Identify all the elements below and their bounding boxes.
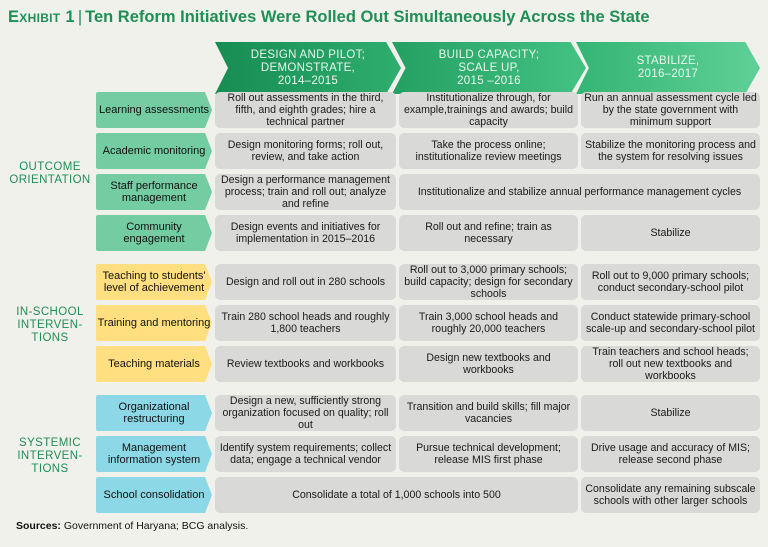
cell-staff-performance-phase1: Design a performance management process;…: [215, 174, 396, 210]
cell-mis-phase2: Pursue technical development; release MI…: [399, 436, 578, 472]
group-systemic-interventions: SYSTEMIC INTERVEN- TIONS: [17, 437, 83, 475]
row-label-teaching-materials: Teaching materials: [96, 346, 212, 382]
phase-stabilize: STABILIZE, 2016–2017: [576, 42, 760, 94]
cell-teaching-to-level-phase2: Roll out to 3,000 primary schools; build…: [399, 264, 578, 300]
sources-text: Government of Haryana; BCG analysis.: [63, 520, 249, 532]
cell-community-engagement-phase1: Design events and initiatives for implem…: [215, 215, 396, 251]
phase-build-capacity: BUILD CAPACITY; SCALE UP, 2015 –2016: [392, 42, 586, 94]
cell-org-restructuring-phase2: Transition and build skills; fill major …: [399, 395, 578, 431]
sources-label: Sources:: [16, 520, 61, 532]
cell-teaching-to-level-phase1: Design and roll out in 280 schools: [215, 264, 396, 300]
exhibit-title: Exhibit 1|Ten Reform Initiatives Were Ro…: [8, 8, 650, 27]
cell-academic-monitoring-phase1: Design monitoring forms; roll out, revie…: [215, 133, 396, 169]
cell-academic-monitoring-phase2: Take the process online; institutionaliz…: [399, 133, 578, 169]
cell-community-engagement-phase2: Roll out and refine; train as necessary: [399, 215, 578, 251]
cell-learning-assessments-phase2: Institutionalize through, for example,tr…: [399, 92, 578, 128]
cell-learning-assessments-phase3: Run an annual assessment cycle led by th…: [581, 92, 760, 128]
cell-training-mentoring-phase3: Conduct statewide primary-school scale-u…: [581, 305, 760, 341]
phase-design-pilot: DESIGN AND PILOT; DEMONSTRATE, 2014–2015: [215, 42, 401, 94]
cell-school-consolidation-phase3: Consolidate any remaining subscale schoo…: [581, 477, 760, 513]
row-label-staff-performance-management: Staff performance management: [96, 174, 212, 210]
sources-note: Sources: Government of Haryana; BCG anal…: [16, 520, 248, 532]
cell-learning-assessments-phase1: Roll out assessments in the third, fifth…: [215, 92, 396, 128]
row-label-school-consolidation: School consolidation: [96, 477, 212, 513]
cell-org-restructuring-phase3: Stabilize: [581, 395, 760, 431]
group-in-school-interventions: IN-SCHOOL INTERVEN- TIONS: [16, 306, 84, 344]
title-text: Ten Reform Initiatives Were Rolled Out S…: [85, 8, 650, 26]
row-label-management-information-system: Management information system: [96, 436, 212, 472]
cell-training-mentoring-phase1: Train 280 school heads and roughly 1,800…: [215, 305, 396, 341]
row-label-academic-monitoring: Academic monitoring: [96, 133, 212, 169]
row-label-teaching-to-level: Teaching to students' level of achieveme…: [96, 264, 212, 300]
row-label-community-engagement: Community engagement: [96, 215, 212, 251]
cell-mis-phase3: Drive usage and accuracy of MIS; release…: [581, 436, 760, 472]
row-label-training-mentoring: Training and mentoring: [96, 305, 212, 341]
cell-school-consolidation-phase1-2: Consolidate a total of 1,000 schools int…: [215, 477, 578, 513]
cell-teaching-to-level-phase3: Roll out to 9,000 primary schools; condu…: [581, 264, 760, 300]
row-label-learning-assessments: Learning assessments: [96, 92, 212, 128]
cell-org-restructuring-phase1: Design a new, sufficiently strong organi…: [215, 395, 396, 431]
cell-teaching-materials-phase1: Review textbooks and workbooks: [215, 346, 396, 382]
cell-community-engagement-phase3: Stabilize: [581, 215, 760, 251]
row-label-organizational-restructuring: Organizational restructuring: [96, 395, 212, 431]
cell-training-mentoring-phase2: Train 3,000 school heads and roughly 20,…: [399, 305, 578, 341]
cell-academic-monitoring-phase3: Stabilize the monitoring process and the…: [581, 133, 760, 169]
cell-teaching-materials-phase2: Design new textbooks and workbooks: [399, 346, 578, 382]
cell-staff-performance-phase2-3: Institutionalize and stabilize annual pe…: [399, 174, 760, 210]
cell-teaching-materials-phase3: Train teachers and school heads; roll ou…: [581, 346, 760, 382]
cell-mis-phase1: Identify system requirements; collect da…: [215, 436, 396, 472]
group-outcome-orientation: OUTCOME ORIENTATION: [9, 161, 91, 186]
title-separator: |: [77, 8, 83, 26]
exhibit-number: Exhibit 1: [8, 8, 75, 26]
